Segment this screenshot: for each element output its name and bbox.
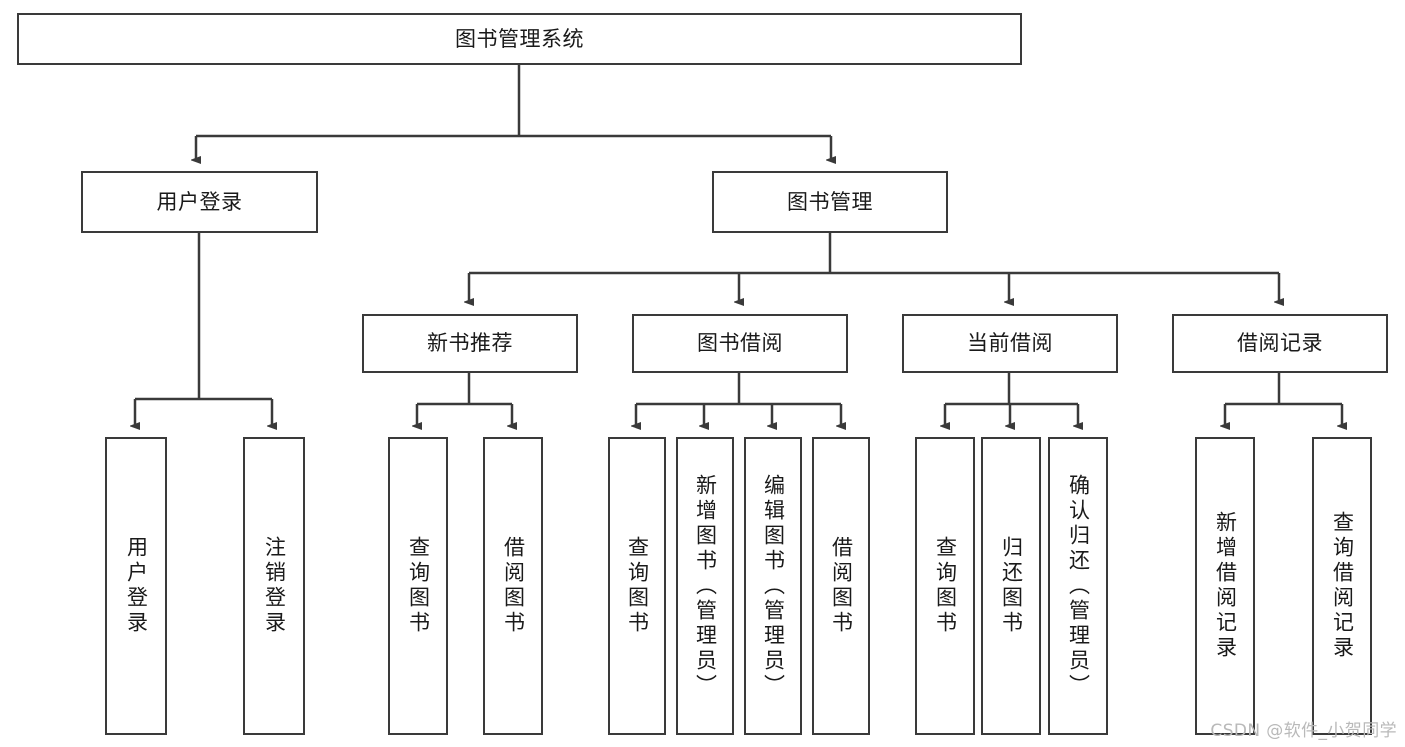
leaf-borrow-edit-book[interactable]: 编辑图书（管理员） <box>744 437 802 735</box>
node-label: 查询借阅记录 <box>1330 511 1355 661</box>
leaf-current-return-book[interactable]: 归还图书 <box>981 437 1041 735</box>
leaf-user-login[interactable]: 用户登录 <box>105 437 167 735</box>
leaf-record-add[interactable]: 新增借阅记录 <box>1195 437 1255 735</box>
node-book-borrow[interactable]: 图书借阅 <box>632 314 848 373</box>
node-label: 查询图书 <box>625 536 650 636</box>
node-label: 图书管理系统 <box>455 26 584 51</box>
node-label: 新增借阅记录 <box>1213 511 1238 661</box>
node-label: 图书管理 <box>787 189 873 214</box>
leaf-current-confirm-return[interactable]: 确认归还（管理员） <box>1048 437 1108 735</box>
node-root-system[interactable]: 图书管理系统 <box>17 13 1022 65</box>
node-label: 当前借阅 <box>967 331 1053 356</box>
node-label: 借阅记录 <box>1237 331 1323 356</box>
node-label: 用户登录 <box>124 536 149 636</box>
node-label: 新书推荐 <box>427 331 513 356</box>
node-label: 新增图书（管理员） <box>693 473 718 699</box>
node-label: 图书借阅 <box>697 331 783 356</box>
node-book-management[interactable]: 图书管理 <box>712 171 948 233</box>
node-borrow-record[interactable]: 借阅记录 <box>1172 314 1388 373</box>
node-label: 用户登录 <box>156 189 243 214</box>
node-label: 注销登录 <box>262 536 287 636</box>
node-label: 查询图书 <box>933 536 958 636</box>
leaf-borrow-query-book[interactable]: 查询图书 <box>608 437 666 735</box>
leaf-recommend-borrow-book[interactable]: 借阅图书 <box>483 437 543 735</box>
leaf-current-query-book[interactable]: 查询图书 <box>915 437 975 735</box>
node-new-book-recommend[interactable]: 新书推荐 <box>362 314 578 373</box>
leaf-record-query[interactable]: 查询借阅记录 <box>1312 437 1372 735</box>
node-label: 借阅图书 <box>829 536 854 636</box>
node-user-login[interactable]: 用户登录 <box>81 171 318 233</box>
leaf-recommend-query-book[interactable]: 查询图书 <box>388 437 448 735</box>
leaf-borrow-add-book[interactable]: 新增图书（管理员） <box>676 437 734 735</box>
node-label: 查询图书 <box>406 536 431 636</box>
csdn-watermark: CSDN @软件_小贺同学 <box>1210 721 1397 741</box>
node-label: 编辑图书（管理员） <box>761 473 786 699</box>
node-label: 确认归还（管理员） <box>1066 473 1091 699</box>
leaf-borrow-borrow-book[interactable]: 借阅图书 <box>812 437 870 735</box>
leaf-logout[interactable]: 注销登录 <box>243 437 305 735</box>
node-label: 归还图书 <box>999 536 1024 636</box>
node-current-borrow[interactable]: 当前借阅 <box>902 314 1118 373</box>
node-label: 借阅图书 <box>501 536 526 636</box>
